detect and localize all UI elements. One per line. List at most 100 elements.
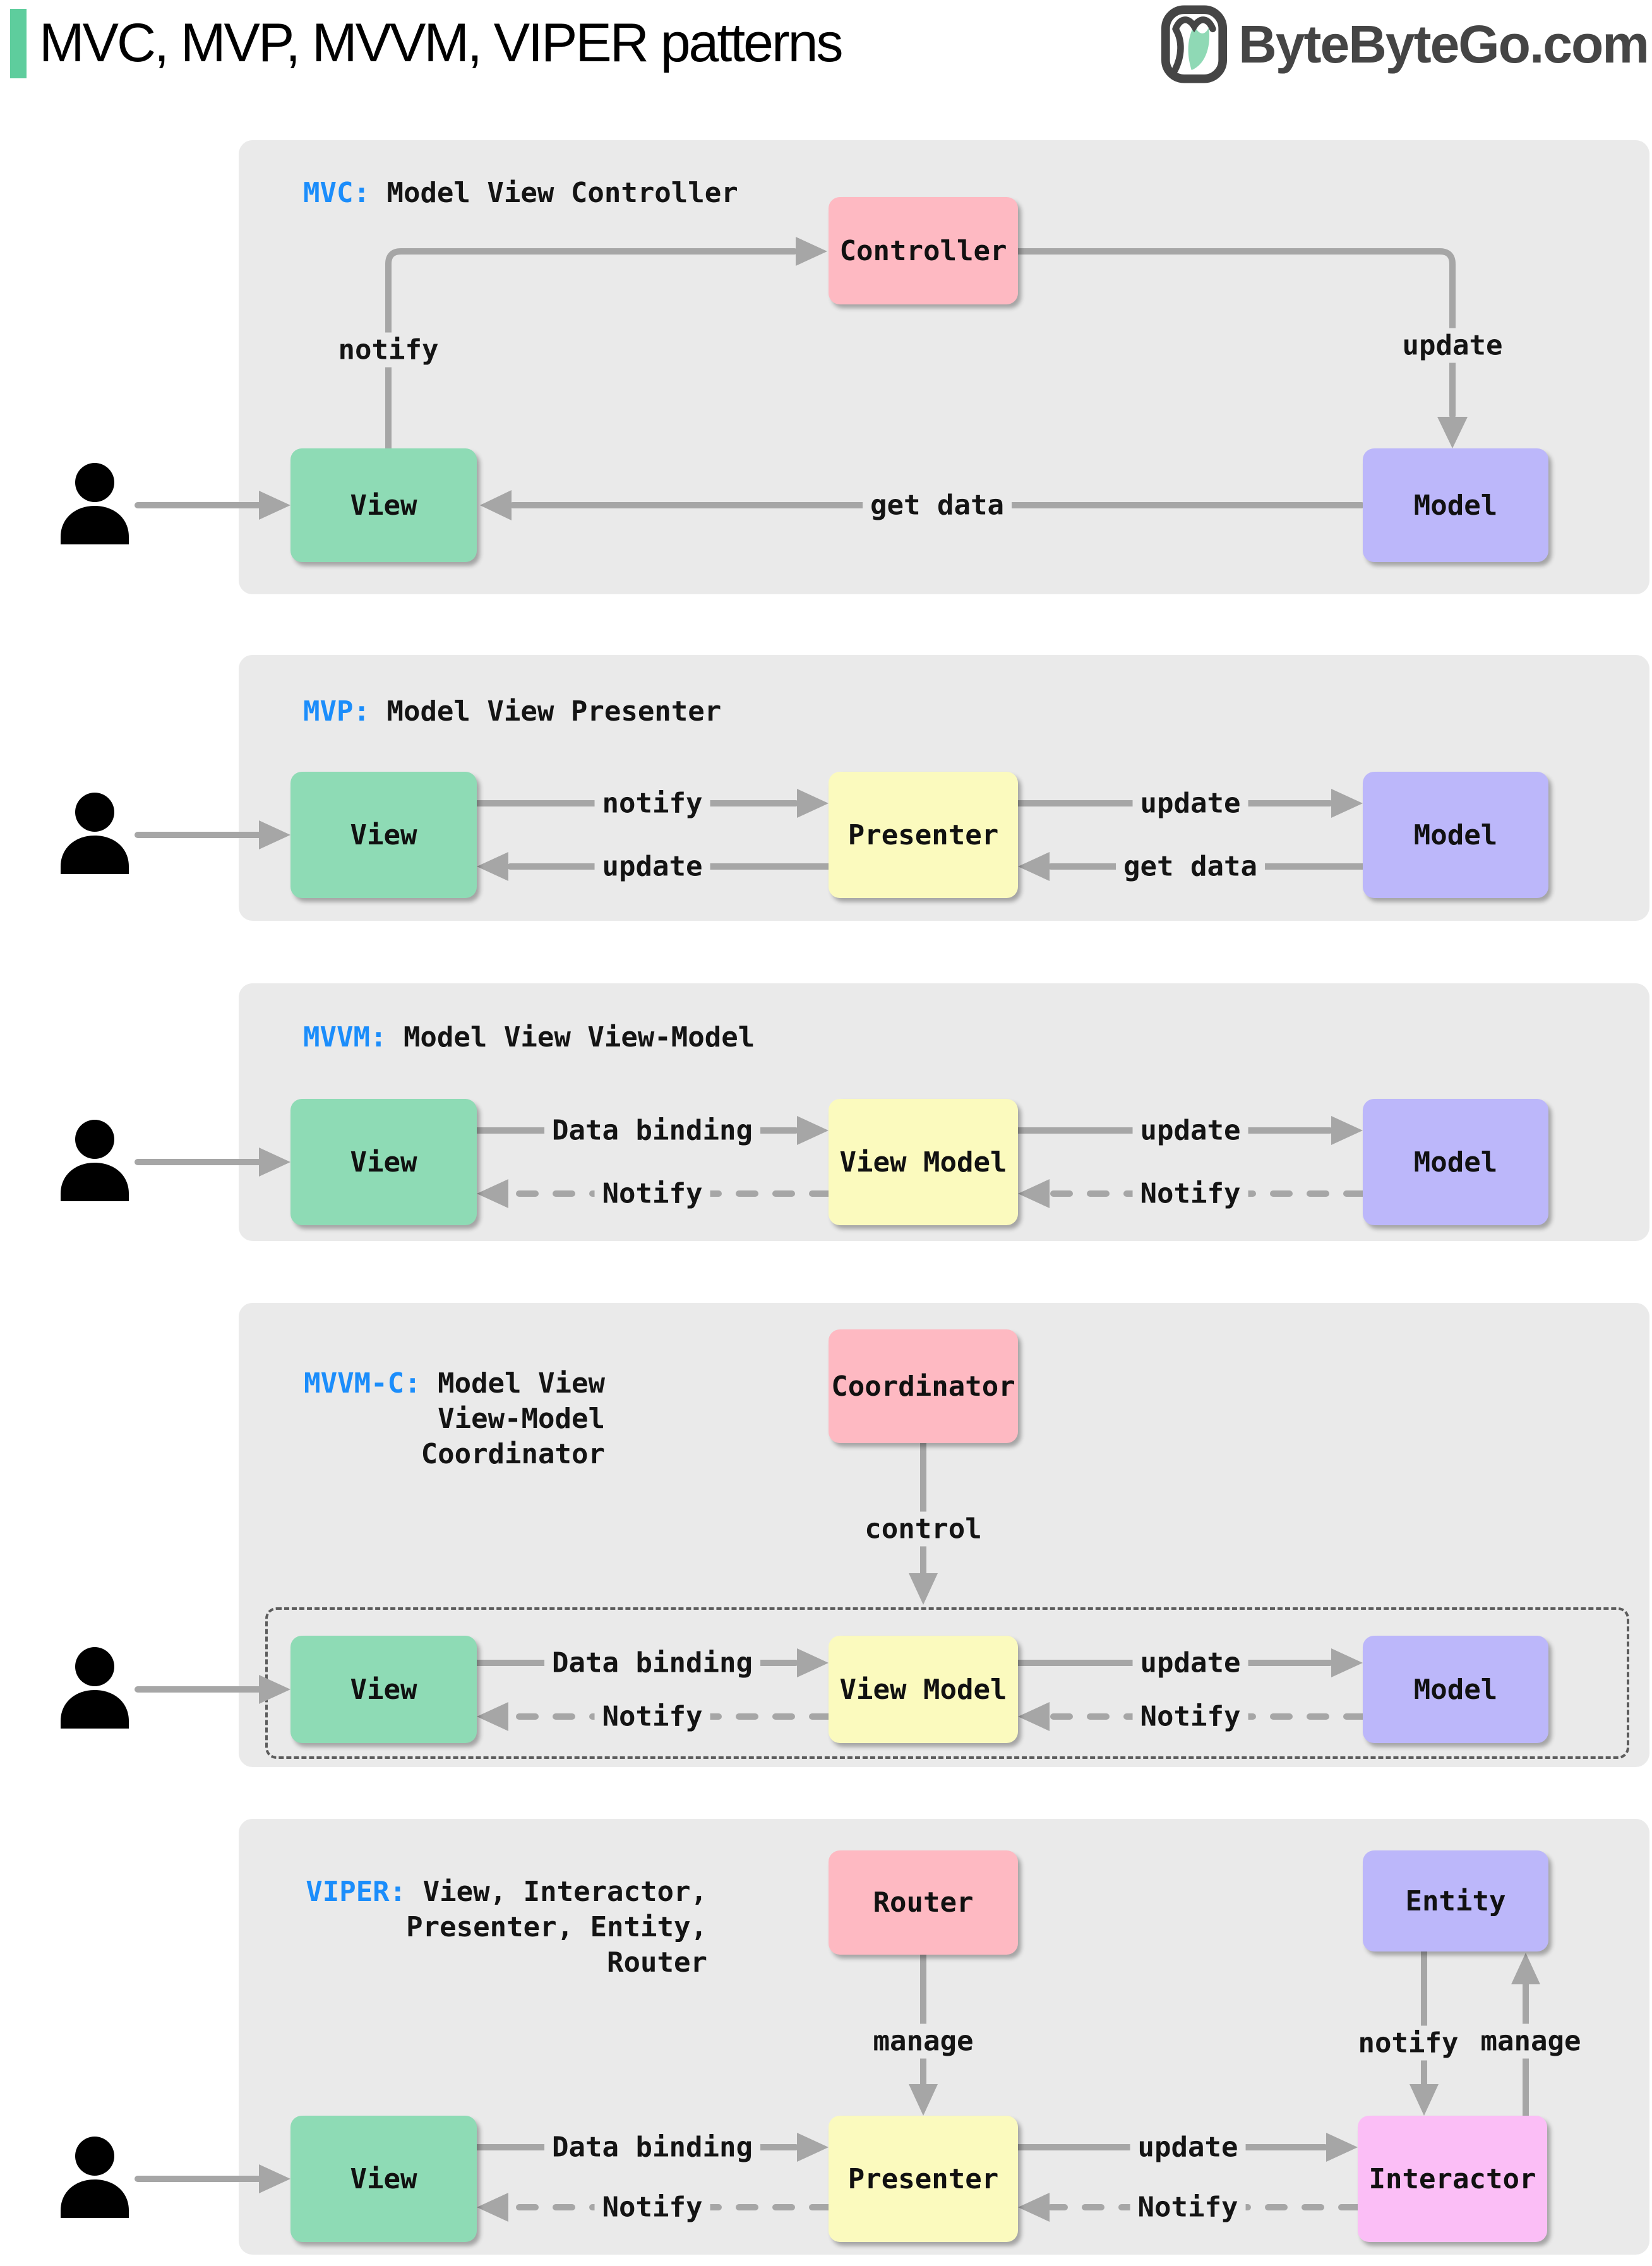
user-head [75, 1647, 114, 1686]
arrow-head [797, 1648, 829, 1677]
pattern-title-line2: View-Model [438, 1403, 605, 1435]
bytebytego-logo-icon [1161, 5, 1228, 83]
arrow-label-update: update [1394, 328, 1511, 363]
arrow-label-data-binding: Data binding [544, 2130, 760, 2165]
arrow-label-update: update [594, 849, 710, 884]
user-icon-viper [61, 2137, 290, 2218]
logo-green-wing [1188, 25, 1210, 70]
user-shoulders [61, 1690, 129, 1729]
logo-beak [1172, 16, 1216, 33]
arrow-label-notify: notify [330, 332, 446, 368]
arrow-label-manage: manage [865, 2023, 981, 2059]
arrow-label-notify: Notify [594, 2190, 710, 2225]
node-presenter: Presenter [829, 2116, 1018, 2242]
arrow-label-notify: Notify [1132, 1176, 1248, 1211]
arrow-head [477, 852, 508, 881]
pattern-abbr: VIPER: [306, 1876, 407, 1908]
arrow-head [259, 491, 290, 520]
arrow-label-notify: Notify [594, 1699, 710, 1734]
panel-viper: VIPER: View, Interactor, Presenter, Enti… [239, 1819, 1649, 2255]
arrow-head [1511, 1953, 1540, 1984]
arrow-head [797, 1116, 829, 1145]
arrow-label-notify: Notify [1130, 2190, 1246, 2225]
arrow-head [1331, 1648, 1363, 1677]
pattern-title-line1: VIPER: View, Interactor, [303, 1874, 707, 1910]
pattern-abbr: MVP: [303, 695, 370, 728]
node-view: View [290, 1636, 477, 1743]
panel-title-mvvmc: MVVM-C: Model View View-Model Coordinato… [303, 1366, 605, 1472]
arrow-label-data-binding: Data binding [544, 1645, 760, 1681]
node-view-model: View Model [829, 1099, 1018, 1225]
panel-title-mvc: MVC: Model View Controller [303, 176, 738, 211]
arrow-head [259, 1675, 290, 1704]
logo-curve [1171, 27, 1184, 74]
arrow-label-notify: Notify [1132, 1699, 1248, 1734]
arrow-label-notify: Notify [594, 1176, 710, 1211]
arrow-head [1018, 2193, 1050, 2222]
bytebytego-logo: ByteByteGo.com [1160, 5, 1649, 83]
arrow-head [909, 1573, 938, 1605]
arrow-head [259, 2164, 290, 2193]
node-view-model: View Model [829, 1636, 1018, 1743]
user-shoulders [61, 506, 129, 544]
pattern-title-line2: Presenter, Entity, [406, 1911, 707, 1943]
node-interactor: Interactor [1358, 2116, 1547, 2242]
arrow-line-view-to-controller [385, 248, 798, 452]
arrow-head [477, 1702, 508, 1731]
user-shoulders [61, 2179, 129, 2218]
arrow-line-controller-to-model [1015, 248, 1456, 419]
node-model: Model [1363, 1636, 1548, 1743]
node-view: View [290, 448, 477, 562]
user-head [75, 2137, 114, 2176]
arrow-head [909, 2084, 938, 2116]
user-icon-mvvm [61, 1120, 290, 1201]
user-icon-mvc [61, 463, 290, 544]
arrow-head [797, 789, 829, 818]
pattern-title-line3: Coordinator [421, 1438, 605, 1470]
user-shoulders [61, 836, 129, 874]
arrow-label-notify: notify [594, 786, 710, 821]
pattern-title-line1: MVVM-C: Model View [303, 1366, 605, 1401]
arrow-head [797, 2133, 829, 2162]
user-icon-mvp [61, 793, 290, 874]
arrow-head [1331, 1116, 1363, 1145]
arrow-head [1018, 1702, 1050, 1731]
node-view: View [290, 1099, 477, 1225]
arrow-label-update: update [1130, 2130, 1246, 2165]
panel-mvc: MVC: Model View Controller Controller Vi… [239, 140, 1649, 594]
user-head [75, 1120, 114, 1159]
pattern-abbr: MVC: [303, 177, 370, 209]
node-view: View [290, 772, 477, 898]
arrow-head [1437, 417, 1468, 448]
arrow-label-get-data: get data [1116, 849, 1265, 884]
arrow-label-notify: notify [1350, 2025, 1466, 2061]
arrow-head [796, 237, 827, 266]
node-view: View [290, 2116, 477, 2242]
arrow-head [1331, 789, 1363, 818]
arrow-head [1326, 2133, 1358, 2162]
user-shoulders [61, 1163, 129, 1201]
node-model: Model [1363, 772, 1548, 898]
arrow-head [259, 1148, 290, 1177]
arrow-label-update: update [1132, 1645, 1248, 1681]
logo-text: ByteByteGo.com [1238, 14, 1649, 74]
arrow-label-control: control [857, 1511, 990, 1547]
arrow-label-data-binding: Data binding [544, 1113, 760, 1148]
pattern-name: Model View Controller [369, 177, 738, 209]
pattern-abbr: MVVM: [303, 1021, 387, 1053]
arrow-head [1018, 852, 1050, 881]
arrow-head [477, 1179, 508, 1208]
arrow-label-get-data: get data [863, 488, 1012, 523]
arrow-label-update: update [1132, 786, 1248, 821]
node-router: Router [829, 1850, 1018, 1955]
title-accent-bar [10, 9, 27, 78]
arrow-head [1018, 1179, 1050, 1208]
pattern-name: View, Interactor, [406, 1876, 707, 1908]
pattern-name: Model View [421, 1367, 605, 1400]
arrow-label-update: update [1132, 1113, 1248, 1148]
user-icon-mvvmc [61, 1647, 290, 1729]
panel-mvvmc: MVVM-C: Model View View-Model Coordinato… [239, 1303, 1649, 1767]
node-model: Model [1363, 448, 1548, 562]
panel-title-viper: VIPER: View, Interactor, Presenter, Enti… [303, 1874, 707, 1981]
